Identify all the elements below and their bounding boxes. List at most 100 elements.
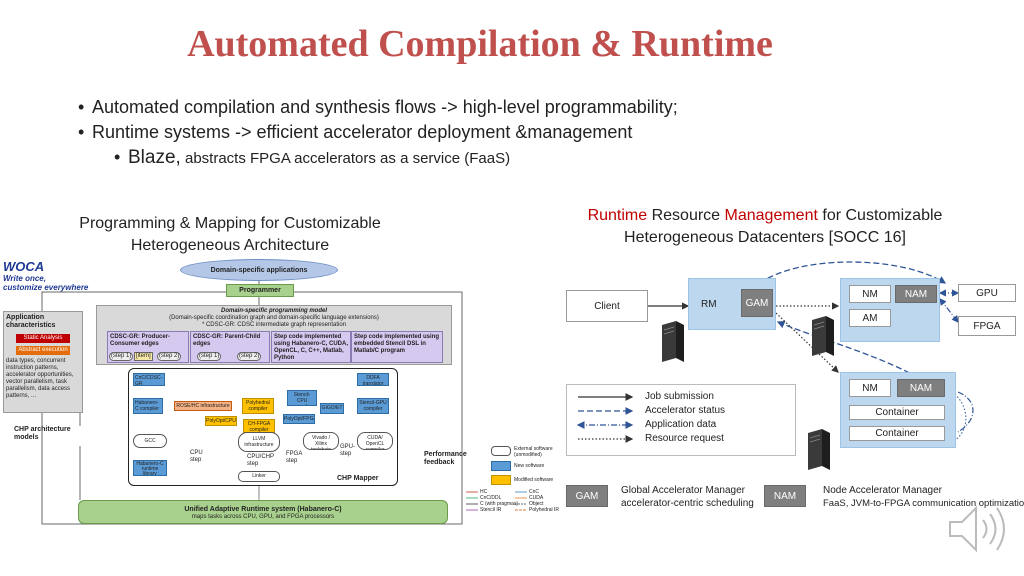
gcc-box: GCC xyxy=(133,434,167,448)
server-icon xyxy=(812,316,834,356)
right-caption: Runtime Resource Management for Customiz… xyxy=(545,205,985,249)
server-icon xyxy=(662,321,684,362)
container-box-1: Container xyxy=(849,405,945,420)
resource-word: Resource xyxy=(647,207,725,224)
arrow-legend-object: Object xyxy=(529,501,544,507)
arrow-legend-cncddl: CnC/DDL xyxy=(480,495,502,501)
polyhedral-compiler-box: Polyhedral compiler xyxy=(242,398,274,414)
speaker-icon xyxy=(949,505,1005,553)
node-panel-top: NM NAM AM xyxy=(840,278,940,342)
rm-label: RM xyxy=(701,299,717,310)
vivado-box: Vivado / Xilinx toolchain xyxy=(303,432,339,450)
node-panel-bottom: NM NAM Container Container xyxy=(840,372,956,448)
bullet-3: •Blaze, abstracts FPGA accelerators as a… xyxy=(114,147,511,168)
arrow-legend-cuda: CUDA xyxy=(529,495,544,501)
legend-accelerator-status: Accelerator status xyxy=(645,405,726,416)
cnc-translator-box: CnC/CDSC-GR translator xyxy=(133,373,165,386)
rm-node-panel: RM GAM xyxy=(688,278,776,330)
app-characteristics-title: Application characteristics xyxy=(6,314,56,329)
bullet-1: •Automated compilation and synthesis flo… xyxy=(78,97,678,117)
nam-desc-1: Node Accelerator Manager xyxy=(823,485,942,496)
management-word: Management xyxy=(724,207,818,224)
woca-tagline-1: Write once, xyxy=(3,274,46,283)
server-icon xyxy=(808,429,830,470)
fpga-step-label: FPGA step xyxy=(286,451,303,464)
programmer-box: Programmer xyxy=(226,284,294,297)
arrow-legend-hc: HC xyxy=(480,489,488,495)
bullet-3-lead: Blaze, xyxy=(128,147,181,168)
am-box: AM xyxy=(849,309,891,327)
cpu-chp-step-label: CPU/CHP step xyxy=(247,454,274,467)
legend-new-swatch xyxy=(491,461,511,471)
cuda-opencl-box: CUDA/ OpenCL compiler xyxy=(357,432,393,450)
left-caption-line1: Programming & Mapping for Customizable xyxy=(79,215,381,232)
bullet-2: •Runtime systems -> efficient accelerato… xyxy=(78,122,633,142)
legend-external-swatch xyxy=(491,446,511,456)
unified-runtime-title: Unified Adaptive Runtime system (Habaner… xyxy=(184,506,342,513)
right-legend-panel xyxy=(566,384,796,456)
legend-application-data: Application data xyxy=(645,419,717,430)
customizable-words: for Customizable xyxy=(817,207,943,224)
arrow-legend-stencil: Stencil IR xyxy=(480,507,502,513)
legend-job-submission: Job submission xyxy=(645,391,714,402)
gpu-box: GPU xyxy=(958,284,1016,302)
domain-apps-ellipse: Domain-specific applications xyxy=(180,259,338,281)
nam-container-curve-1 xyxy=(957,391,974,433)
left-caption-line2: Heterogeneous Architecture xyxy=(130,237,330,254)
programming-model-panel: Domain-specific programming model (Domai… xyxy=(96,305,452,365)
nam-box-bottom: NAM xyxy=(897,379,945,397)
app-data-fpga-arrow xyxy=(939,298,959,323)
bullet-3-text: abstracts FPGA accelerators as a service… xyxy=(180,150,511,167)
programming-model-title: Domain-specific programming model xyxy=(220,308,328,314)
step2-node-a: (step 2) xyxy=(157,352,182,361)
legend-modified-text: Modified software xyxy=(514,477,554,483)
legend-external-text: External software (unmodified) xyxy=(514,446,553,458)
step1-node-b: (step 1) xyxy=(197,352,222,361)
unified-runtime-bar: Unified Adaptive Runtime system (Habaner… xyxy=(78,500,448,524)
cdsc-parent-child-label: CDSC-GR: Parent-Child edges xyxy=(193,334,261,347)
stencil-cpu-box: Stencil-CPU compiler xyxy=(287,390,317,406)
gam-desc-2: accelerator-centric scheduling xyxy=(621,498,754,509)
nm-box-bottom: NM xyxy=(849,379,891,397)
right-caption-line1: Runtime Resource Management for Customiz… xyxy=(545,205,985,227)
woca-tagline-2: customize everywhere xyxy=(3,283,89,292)
gam-box: GAM xyxy=(741,289,773,317)
llvm-box: LLVM infrastructure xyxy=(238,432,280,452)
runtime-word: Runtime xyxy=(587,207,648,224)
nam-box-top: NAM xyxy=(895,285,937,303)
legend-modified-swatch xyxy=(491,475,511,485)
container-box-2: Container xyxy=(849,426,945,441)
cpu-step-label: CPU step xyxy=(190,450,203,463)
left-caption: Programming & Mapping for Customizable H… xyxy=(40,213,420,257)
bullet-1-text: Automated compilation and synthesis flow… xyxy=(92,97,678,117)
chp-mapper-label: CHP Mapper xyxy=(337,475,379,482)
fpga-box: FPGA xyxy=(958,316,1016,336)
step-code-stencil: Step code implemented using embedded Ste… xyxy=(351,331,443,363)
stencil-gpu-box: Stencil-GPU compiler xyxy=(357,398,389,414)
bullet-2-text: Runtime systems -> efficient accelerator… xyxy=(92,122,633,142)
legend-resource-request: Resource request xyxy=(645,433,724,444)
item-node: [item] xyxy=(134,352,153,361)
habanero-runtime-lib-box: Habanero-C runtime library xyxy=(133,460,167,476)
client-box: Client xyxy=(566,290,648,322)
static-analysis-badge: Static Analysis xyxy=(16,334,70,343)
abstract-execution-badge: Abstract execution xyxy=(16,346,70,355)
woca-logo: WOCA Write once, customize everywhere xyxy=(3,259,88,292)
programming-model-sub1: (Domain-specific coordination graph and … xyxy=(169,315,379,321)
gam-key-box: GAM xyxy=(566,485,608,507)
arrow-legend-lines xyxy=(466,491,527,511)
arrow-legend-cnc: CnC xyxy=(529,489,540,495)
performance-feedback-label: Performance feedback xyxy=(424,451,467,466)
gam-desc-1: Global Accelerator Manager xyxy=(621,485,745,496)
gpu-step-label: GPU-step xyxy=(340,444,355,457)
nam-key-box: NAM xyxy=(764,485,806,507)
rose-infrastructure-box: ROSE/HC infrastructure xyxy=(174,401,232,411)
arrow-legend-polyhedral: Polyhedral IR xyxy=(529,507,560,513)
app-characteristics-list: data types, concurrent instruction patte… xyxy=(6,358,74,399)
gigo-box: GIGO/ET xyxy=(320,403,344,414)
resource-request-arrow-bottom xyxy=(775,312,839,373)
habanero-compiler-box: Habanero-C compiler xyxy=(133,398,163,414)
right-caption-line2: Heterogeneous Datacenters [SOCC 16] xyxy=(624,229,906,246)
polyopt-cpu-box: PolyOpt/CPU xyxy=(205,416,237,426)
